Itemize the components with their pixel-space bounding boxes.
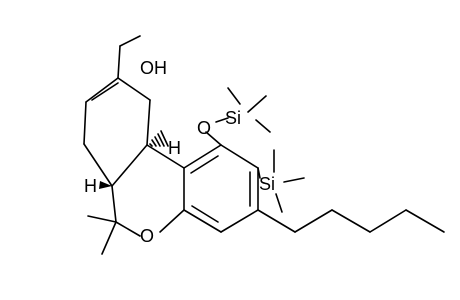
gem-dimethyl	[87, 215, 117, 255]
aromatic-ring	[183, 144, 259, 233]
siloxy-group	[205, 87, 271, 146]
siloxy-oxygen-label: O	[197, 118, 211, 138]
stereo-bond-bottom	[99, 181, 112, 189]
hydrogen-bottom-label: H	[84, 176, 97, 196]
ring-oxygen-label: O	[140, 226, 154, 246]
pyran-ring	[111, 144, 185, 237]
silyl-group	[257, 149, 305, 213]
hydroxyl-label: OH	[140, 58, 167, 78]
hydrogen-top-label: H	[168, 138, 181, 158]
pentyl-chain	[257, 209, 445, 233]
silicon-ring-label: Si	[259, 174, 275, 194]
hydroxymethyl-group	[117, 35, 141, 79]
stereo-bond-top	[149, 130, 169, 147]
silicon-top-label: Si	[225, 108, 241, 128]
cyclohexene-ring	[83, 77, 151, 187]
